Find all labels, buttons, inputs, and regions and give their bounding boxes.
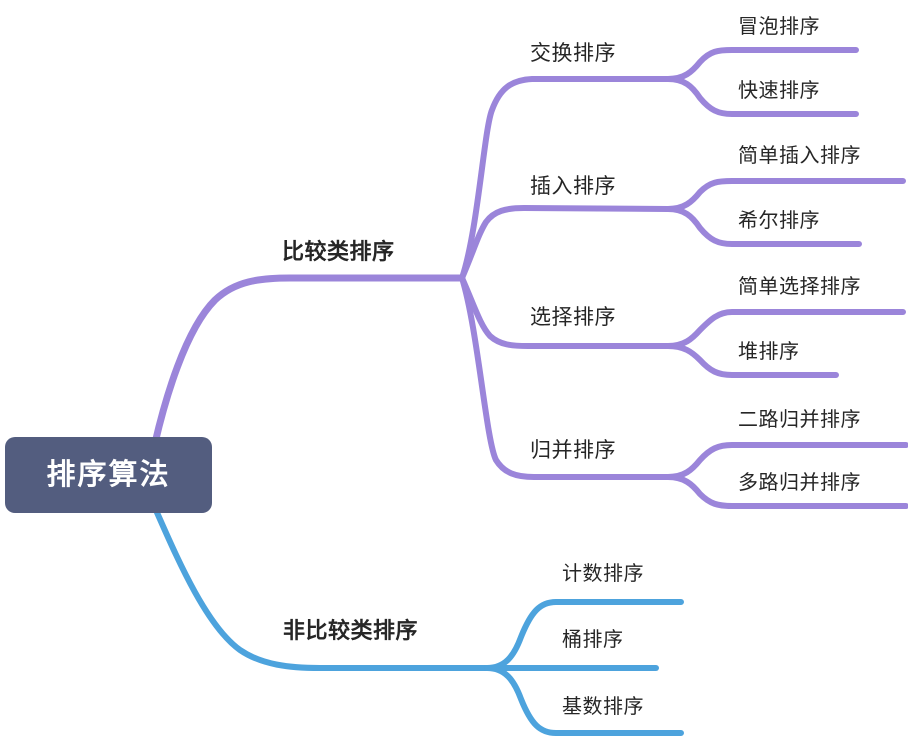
connector-selection-to-heap	[665, 343, 839, 378]
node-bubble-sort-label: 冒泡排序	[738, 16, 820, 38]
node-exchange-sort-label: 交换排序	[530, 42, 616, 65]
node-insertion-sort-label: 插入排序	[530, 175, 616, 198]
connector-insertion-to-simple-insertion	[665, 178, 906, 212]
connector-comparison-to-exchange	[459, 76, 671, 281]
node-shell-sort-label: 希尔排序	[738, 210, 820, 232]
connector-merge-to-multi-way	[665, 474, 908, 509]
connector-noncomparison-to-radix	[484, 665, 684, 736]
node-shell-sort[interactable]: 希尔排序	[738, 211, 820, 231]
node-bubble-sort[interactable]: 冒泡排序	[738, 17, 820, 37]
node-simple-selection-sort[interactable]: 简单选择排序	[738, 277, 861, 297]
connector-comparison-to-insertion	[459, 205, 671, 281]
node-simple-insertion-sort-label: 简单插入排序	[738, 145, 861, 167]
node-insertion-sort[interactable]: 插入排序	[530, 176, 616, 197]
node-two-way-merge-sort[interactable]: 二路归并排序	[738, 410, 861, 430]
node-bucket-sort[interactable]: 桶排序	[562, 630, 624, 650]
node-merge-sort-label: 归并排序	[530, 439, 616, 462]
node-multi-way-merge-sort[interactable]: 多路归并排序	[738, 473, 861, 493]
node-quick-sort[interactable]: 快速排序	[738, 81, 820, 101]
node-multi-way-merge-sort-label: 多路归并排序	[738, 472, 861, 494]
node-merge-sort[interactable]: 归并排序	[530, 440, 616, 461]
connector-insertion-to-shell	[665, 206, 862, 247]
root-node-label: 排序算法	[46, 458, 171, 491]
connector-root-to-noncomparison	[152, 505, 490, 671]
node-radix-sort[interactable]: 基数排序	[562, 697, 644, 717]
root-node[interactable]: 排序算法	[5, 437, 212, 513]
node-heap-sort[interactable]: 堆排序	[738, 342, 800, 362]
node-radix-sort-label: 基数排序	[562, 696, 644, 718]
node-quick-sort-label: 快速排序	[738, 80, 820, 102]
connector-exchange-to-bubble	[665, 47, 859, 82]
node-noncomparison-sort[interactable]: 非比较类排序	[283, 620, 418, 642]
node-selection-sort-label: 选择排序	[530, 306, 616, 329]
node-counting-sort[interactable]: 计数排序	[562, 564, 644, 584]
node-two-way-merge-sort-label: 二路归并排序	[738, 409, 861, 431]
node-heap-sort-label: 堆排序	[738, 341, 800, 363]
connector-root-to-comparison	[151, 274, 466, 447]
node-comparison-sort-label: 比较类排序	[282, 239, 395, 264]
node-bucket-sort-label: 桶排序	[562, 629, 624, 651]
node-exchange-sort[interactable]: 交换排序	[530, 43, 616, 64]
connector-selection-to-simple-selection	[665, 309, 906, 349]
node-noncomparison-sort-label: 非比较类排序	[283, 618, 419, 643]
node-simple-selection-sort-label: 简单选择排序	[738, 276, 861, 298]
connector-noncomparison-to-counting	[484, 599, 684, 671]
connector-comparison-to-selection	[459, 275, 671, 349]
node-simple-insertion-sort[interactable]: 简单插入排序	[738, 146, 861, 166]
node-selection-sort[interactable]: 选择排序	[530, 307, 616, 328]
connector-comparison-to-merge	[459, 275, 671, 480]
node-comparison-sort[interactable]: 比较类排序	[282, 241, 395, 263]
node-counting-sort-label: 计数排序	[562, 563, 644, 585]
connector-merge-to-two-way	[665, 442, 908, 480]
connector-exchange-to-quick	[665, 76, 859, 117]
